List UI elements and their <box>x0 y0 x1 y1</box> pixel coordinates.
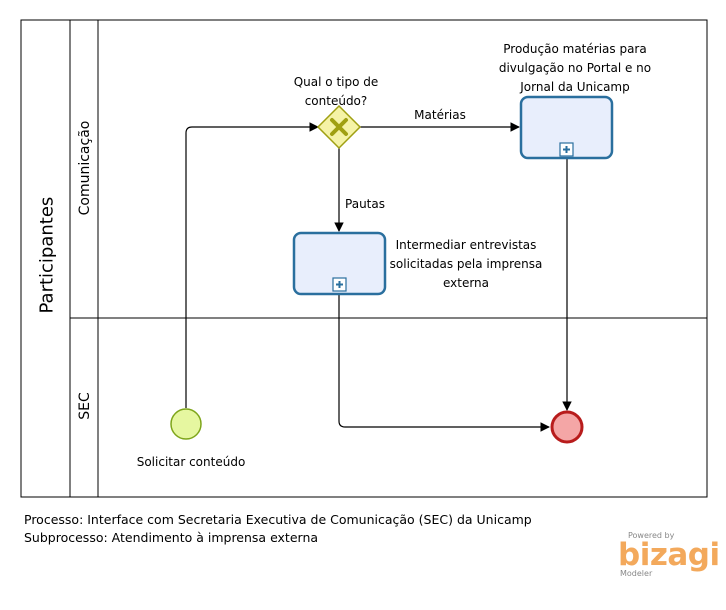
subprocess-caption: Subprocesso: Atendimento à imprensa exte… <box>24 530 319 545</box>
exclusive-gateway[interactable] <box>316 104 362 150</box>
task-intermediar-label: Intermediar entrevistas solicitadas pela… <box>389 238 543 290</box>
end-event[interactable] <box>550 410 584 444</box>
task-producao-label: Produção matérias para divulgação no Por… <box>498 42 652 94</box>
gateway-label: Qual o tipo de conteúdo? <box>293 75 379 108</box>
task-intermediar-entrevistas[interactable] <box>292 231 387 296</box>
subprocess-plus-icon <box>332 277 347 292</box>
pool-title: Participantes <box>36 196 58 314</box>
subprocess-plus-icon <box>559 142 574 157</box>
bizagi-product-text: Modeler <box>620 569 653 578</box>
x-icon <box>330 118 348 136</box>
lane-title-comunicacao: Comunicação <box>77 120 93 216</box>
flow-intermediar-to-end[interactable] <box>338 294 550 432</box>
flow-start-to-gateway[interactable] <box>185 122 319 408</box>
powered-by-text: Powered by <box>628 531 675 540</box>
bizagi-logo: bizagi <box>618 537 720 573</box>
lane-title-sec: SEC <box>77 392 93 420</box>
start-event[interactable] <box>170 408 202 440</box>
start-event-label: Solicitar conteúdo <box>136 455 246 469</box>
flow-label-pautas: Pautas <box>345 197 385 211</box>
task-producao-materias[interactable] <box>519 95 614 160</box>
pool-border <box>20 19 708 498</box>
flow-label-materias: Matérias <box>414 108 466 122</box>
process-caption: Processo: Interface com Secretaria Execu… <box>24 512 532 527</box>
